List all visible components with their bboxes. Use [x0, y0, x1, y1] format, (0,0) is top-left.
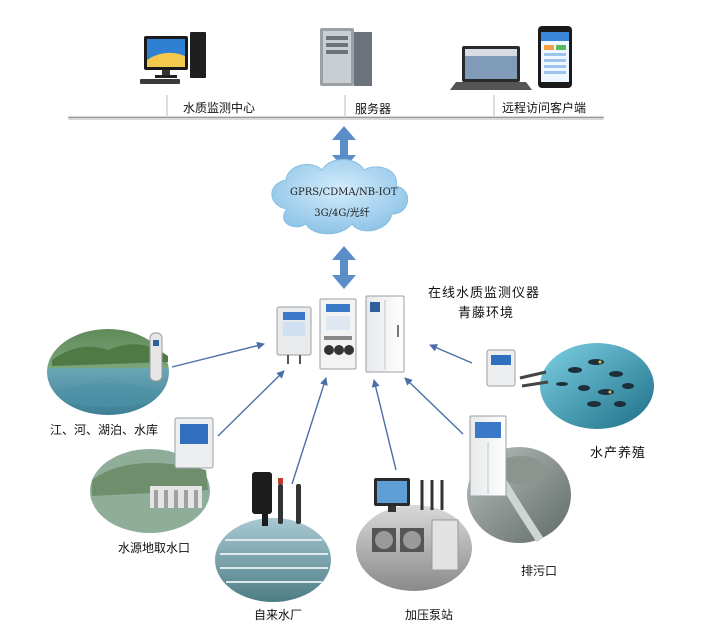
remote-client-label: 远程访问客户端: [502, 101, 587, 115]
pump-station-label: 加压泵站: [405, 608, 454, 622]
aquaculture-label: 水产养殖: [590, 446, 647, 461]
aquaculture-photo: [540, 343, 654, 429]
cabinet-analyzer-icon: [365, 295, 405, 373]
arrow-pump-station: [371, 379, 397, 471]
arrow-outfall: [404, 377, 464, 435]
network-bus: [68, 116, 604, 120]
water-intake-photo: [90, 449, 210, 533]
server-icon: [320, 28, 372, 86]
monitor-display-icon: [374, 478, 444, 512]
outfall-label: 排污口: [521, 564, 558, 578]
instruments-title: 在线水质监测仪器: [428, 286, 541, 301]
wall-mount-analyzer-icon: [276, 306, 312, 364]
submersible-probe-icon: [149, 332, 163, 382]
arrow-waterworks: [291, 377, 328, 485]
aquaculture-sensor-icon: [486, 349, 549, 388]
instruments-brand: 青藤环境: [458, 306, 515, 321]
waterworks-photo: [215, 518, 331, 602]
laptop-icon: [450, 46, 532, 90]
waterworks-label: 自来水厂: [254, 608, 303, 622]
sensor-probes-icon: [252, 472, 301, 526]
arrow-source-intake: [217, 370, 285, 437]
analyzer-panel-icon: [319, 298, 357, 370]
arrow-rivers: [171, 341, 265, 368]
source-intake-label: 水源地取水口: [118, 541, 191, 555]
monitoring-center-label: 水质监测中心: [183, 101, 256, 115]
cabinet-analyzer-small-icon: [469, 415, 507, 497]
wall-analyzer-small-icon: [174, 417, 214, 469]
rivers-label: 江、河、湖泊、水库: [50, 423, 159, 437]
network-links-label: 3G/4G/光纤: [314, 208, 370, 219]
double-arrow-top: [332, 126, 356, 169]
river-lake-photo: [47, 329, 169, 415]
site-arrows: [171, 341, 473, 485]
network-cloud: [271, 159, 408, 235]
pump-station-photo: [356, 505, 472, 591]
server-label: 服务器: [355, 102, 392, 116]
double-arrow-bottom: [332, 246, 356, 289]
network-protocols-label: GPRS/CDMA/NB-IOT: [290, 187, 398, 198]
smartphone-icon: [538, 26, 572, 88]
arrow-aquaculture: [429, 344, 473, 364]
desktop-computer-icon: [140, 32, 206, 84]
